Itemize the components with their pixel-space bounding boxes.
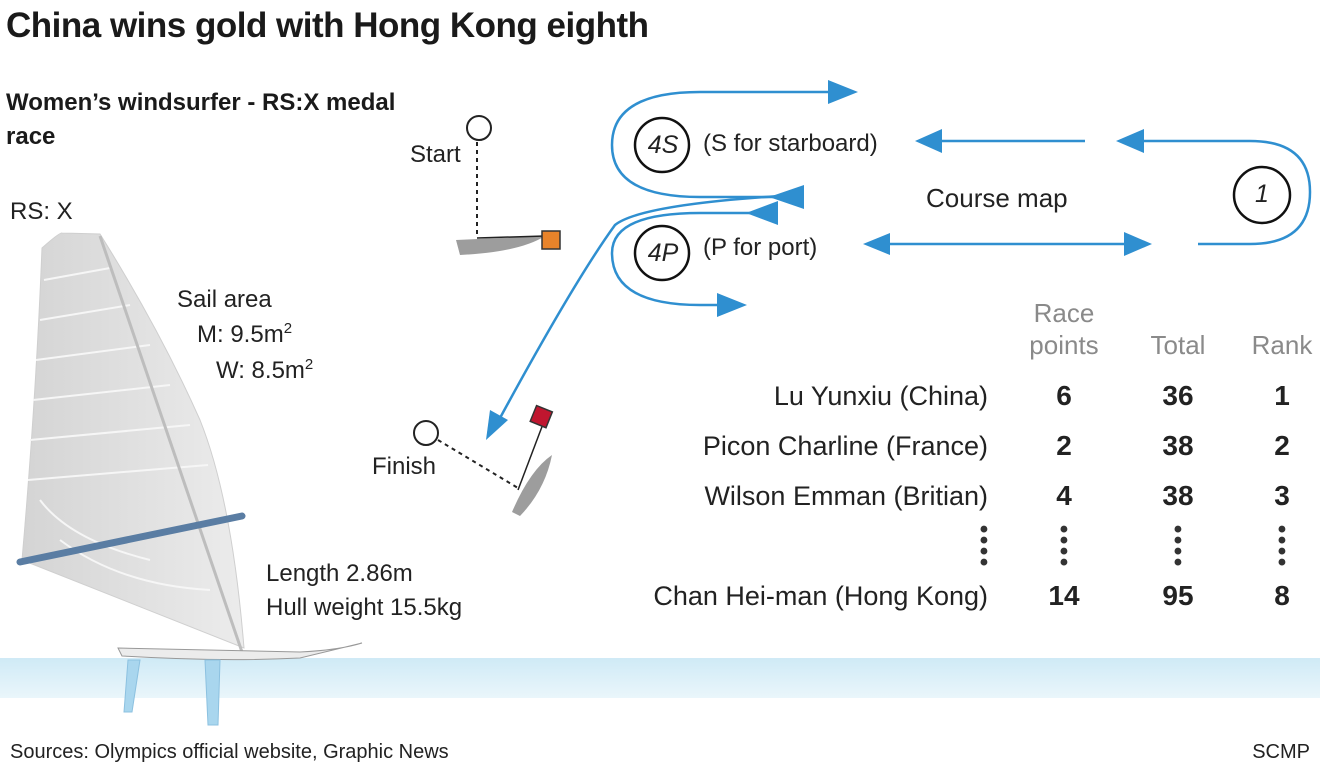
sail-area-women: W: 8.5m2 bbox=[216, 356, 314, 384]
ellipsis-total: • • • • bbox=[1173, 516, 1183, 576]
header-rank: Rank bbox=[1251, 330, 1313, 360]
mark-4s-circle bbox=[633, 116, 691, 174]
row-4-race-points: 14 bbox=[1048, 580, 1080, 611]
start-boat bbox=[456, 230, 561, 255]
route-arrows bbox=[486, 80, 1152, 440]
row-3-race-points: 4 bbox=[1056, 480, 1072, 511]
rsx-label: RS: X bbox=[10, 198, 73, 225]
row-1-race-points: 6 bbox=[1056, 380, 1072, 411]
row-1-name: Lu Yunxiu (China) bbox=[773, 381, 988, 411]
header-race-points: Race points bbox=[1029, 298, 1099, 360]
row-2-name: Picon Charline (France) bbox=[702, 431, 988, 461]
ellipsis-names: • • • • bbox=[979, 516, 989, 576]
course-diagram bbox=[413, 90, 1312, 489]
row-4-rank: 8 bbox=[1274, 580, 1290, 611]
windsurfer-illustration bbox=[16, 232, 363, 726]
course-map-label: Course map bbox=[926, 183, 1068, 213]
row-3-total: 38 bbox=[1162, 480, 1194, 511]
row-4-total: 95 bbox=[1162, 580, 1194, 611]
mark-4p-circle bbox=[633, 224, 691, 282]
start-label: Start bbox=[410, 141, 461, 168]
mark-4s-note: (S for starboard) bbox=[703, 130, 878, 157]
start-mark bbox=[466, 115, 492, 141]
sail-area-label: Sail area bbox=[177, 286, 272, 313]
ellipsis-rank: • • • • bbox=[1277, 516, 1287, 576]
start-flag bbox=[541, 230, 561, 250]
course-marks bbox=[633, 116, 1292, 282]
row-2-total: 38 bbox=[1162, 430, 1194, 461]
hull-weight: Hull weight 15.5kg bbox=[266, 594, 463, 621]
mark-4p-label: 4P bbox=[647, 239, 679, 267]
finish-boat bbox=[512, 404, 554, 516]
row-4-name: Chan Hei-man (Hong Kong) bbox=[653, 581, 988, 611]
water-strip bbox=[0, 658, 1320, 698]
sail-area-men: M: 9.5m2 bbox=[197, 320, 293, 348]
page-title: China wins gold with Hong Kong eighth bbox=[6, 6, 649, 45]
finish-flag bbox=[529, 404, 554, 429]
finish-label: Finish bbox=[372, 453, 437, 480]
subtitle: Women’s windsurfer - RS:X medal race bbox=[6, 89, 396, 150]
finish-mark bbox=[413, 420, 439, 446]
header-total: Total bbox=[1150, 330, 1206, 360]
row-1-total: 36 bbox=[1162, 380, 1194, 411]
row-3-name: Wilson Emman (Britian) bbox=[704, 481, 988, 511]
row-2-race-points: 2 bbox=[1056, 430, 1072, 461]
mark-4s-label: 4S bbox=[647, 131, 679, 159]
credit: SCMP bbox=[1252, 741, 1310, 763]
row-2-rank: 2 bbox=[1274, 430, 1290, 461]
ellipsis-race-points: • • • • bbox=[1059, 516, 1069, 576]
sources-footnote: Sources: Olympics official website, Grap… bbox=[10, 741, 449, 763]
row-3-rank: 3 bbox=[1274, 480, 1290, 511]
mark-1-circle bbox=[1232, 165, 1292, 225]
board-length: Length 2.86m bbox=[266, 560, 413, 587]
mark-4p-note: (P for port) bbox=[703, 234, 818, 261]
mark-1-label: 1 bbox=[1255, 180, 1269, 208]
row-1-rank: 1 bbox=[1274, 380, 1290, 411]
